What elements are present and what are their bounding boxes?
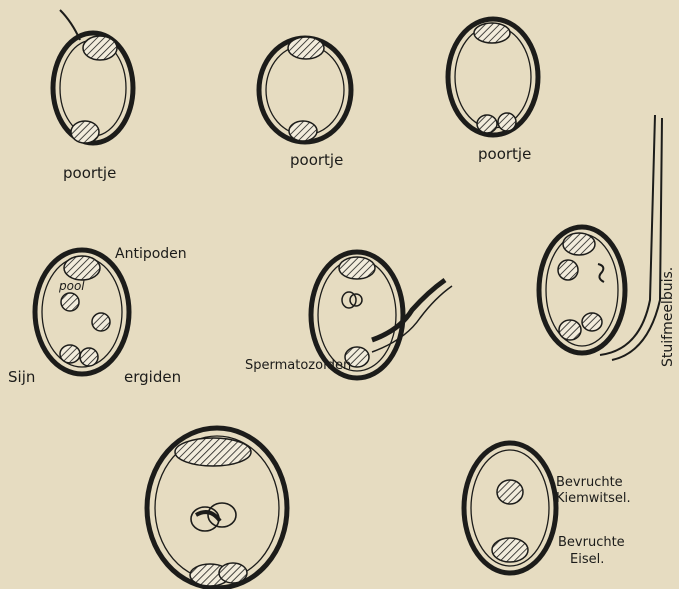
- label-bevruchte-eisel-2: Eisel.: [570, 552, 604, 567]
- label-poortje-3: poortje: [478, 145, 531, 163]
- label-spermatozoiden: Spermatozoiden: [245, 358, 351, 373]
- label-bevruchte-kiemwitsel-2: Kiemwitsel.: [556, 491, 631, 506]
- fertilized-sac-large: [147, 428, 287, 588]
- label-pool: pool: [58, 279, 85, 293]
- embryo-sac-3: [448, 19, 538, 135]
- label-sijn: Sijn: [8, 368, 35, 386]
- embryo-sac-2: [259, 37, 351, 142]
- label-poortje-1: poortje: [63, 164, 116, 182]
- label-antipoden: Antipoden: [115, 246, 187, 262]
- fertilized-sac-final: [464, 443, 556, 573]
- embryo-sac-pollen-tube: [539, 115, 662, 360]
- label-bevruchte-eisel-1: Bevruchte: [558, 535, 625, 550]
- label-poortje-2: poortje: [290, 151, 343, 169]
- embryo-sac-nuclei: [35, 250, 129, 374]
- label-stuifmeelbuis: Stuifmeelbuis.: [660, 267, 676, 367]
- label-bevruchte-kiemwitsel-1: Bevruchte: [556, 475, 623, 490]
- label-ergiden: ergiden: [124, 368, 181, 386]
- embryo-sac-1: [53, 10, 133, 143]
